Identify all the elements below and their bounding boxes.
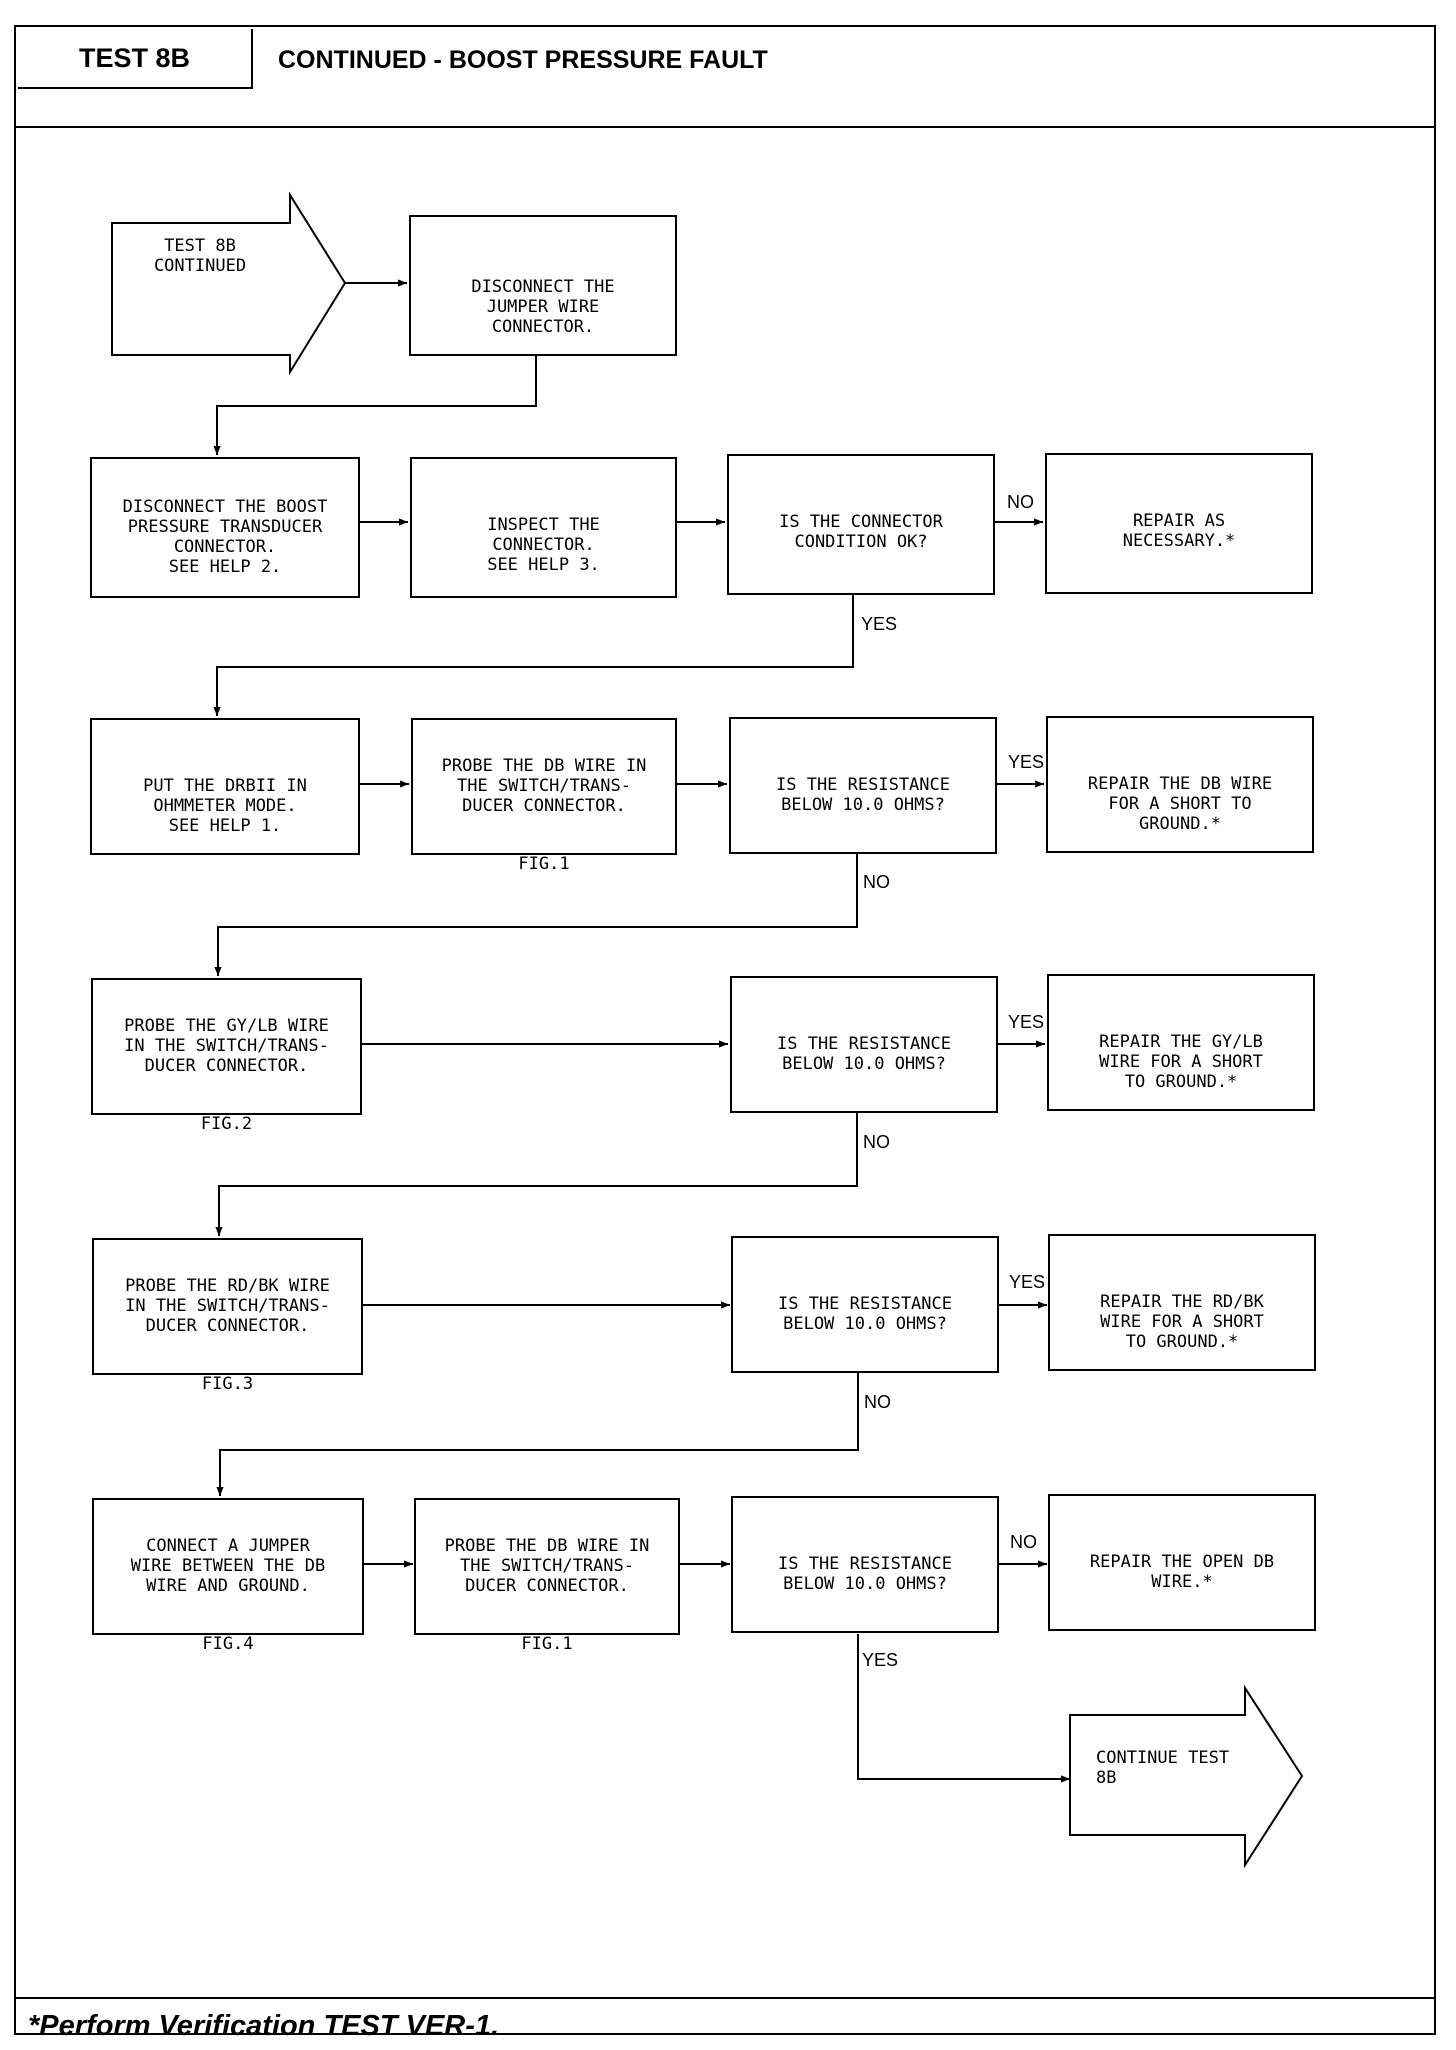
- label-yes: YES: [1008, 1012, 1045, 1032]
- connector-to-row2: [213, 355, 537, 455]
- page-title: CONTINUED - BOOST PRESSURE FAULT: [278, 46, 768, 74]
- label-yes: YES: [862, 1650, 899, 1670]
- footer-divider: [16, 1997, 1434, 1999]
- connector-to-end: [857, 1634, 1070, 1783]
- step-probe-rd-bk-wire-text: PROBE THE RD/BK WIRE IN THE SWITCH/TRANS…: [125, 1276, 330, 1336]
- action-repair-as-necessary-text: REPAIR AS NECESSARY.*: [1122, 511, 1236, 551]
- step-probe-db-wire-2-fig: FIG.1: [521, 1634, 573, 1654]
- end-arrow-shape: [1069, 1684, 1304, 1869]
- footer-note: *Perform Verification TEST VER-1.: [28, 2010, 500, 2042]
- action-repair-rd-bk-short-text: REPAIR THE RD/BK WIRE FOR A SHORT TO GRO…: [1100, 1292, 1264, 1352]
- decision-resistance-gy-lb-text: IS THE RESISTANCE BELOW 10.0 OHMS?: [777, 1034, 951, 1074]
- action-repair-as-necessary: REPAIR AS NECESSARY.*: [1045, 453, 1313, 594]
- label-yes: YES: [1009, 1272, 1046, 1292]
- decision-resistance-open-db-text: IS THE RESISTANCE BELOW 10.0 OHMS?: [778, 1554, 952, 1594]
- label-no: NO: [864, 1392, 891, 1412]
- step-inspect-connector: INSPECT THE CONNECTOR. SEE HELP 3.: [410, 457, 677, 598]
- action-repair-rd-bk-short: REPAIR THE RD/BK WIRE FOR A SHORT TO GRO…: [1048, 1234, 1316, 1371]
- action-repair-db-short: REPAIR THE DB WIRE FOR A SHORT TO GROUND…: [1046, 716, 1314, 853]
- decision-connector-ok-text: IS THE CONNECTOR CONDITION OK?: [779, 512, 943, 552]
- action-repair-db-short-text: REPAIR THE DB WIRE FOR A SHORT TO GROUND…: [1087, 774, 1273, 834]
- step-probe-gy-lb-wire-text: PROBE THE GY/LB WIRE IN THE SWITCH/TRANS…: [124, 1016, 329, 1076]
- decision-resistance-rd-bk: IS THE RESISTANCE BELOW 10.0 OHMS?: [731, 1236, 999, 1373]
- connector-to-row5: [215, 1113, 858, 1236]
- step-disconnect-jumper-text: DISCONNECT THE JUMPER WIRE CONNECTOR.: [471, 277, 615, 337]
- label-yes: YES: [1008, 752, 1045, 772]
- step-connect-jumper-text: CONNECT A JUMPER WIRE BETWEEN THE DB WIR…: [130, 1536, 326, 1596]
- decision-resistance-rd-bk-text: IS THE RESISTANCE BELOW 10.0 OHMS?: [778, 1294, 952, 1334]
- step-disconnect-transducer-text: DISCONNECT THE BOOST PRESSURE TRANSDUCER…: [122, 497, 328, 577]
- step-probe-db-wire-fig: FIG.1: [518, 854, 570, 874]
- step-drb-ohmmeter: PUT THE DRBII IN OHMMETER MODE. SEE HELP…: [90, 718, 360, 855]
- action-repair-gy-lb-short-text: REPAIR THE GY/LB WIRE FOR A SHORT TO GRO…: [1099, 1032, 1263, 1092]
- action-repair-open-db: REPAIR THE OPEN DB WIRE.*: [1048, 1494, 1316, 1631]
- continue-test-label: CONTINUE TEST 8B: [1096, 1748, 1230, 1788]
- action-repair-gy-lb-short: REPAIR THE GY/LB WIRE FOR A SHORT TO GRO…: [1047, 974, 1315, 1111]
- step-disconnect-jumper: DISCONNECT THE JUMPER WIRE CONNECTOR.: [409, 215, 677, 356]
- step-probe-db-wire-2: PROBE THE DB WIRE IN THE SWITCH/TRANS- D…: [414, 1498, 680, 1654]
- step-probe-db-wire-text: PROBE THE DB WIRE IN THE SWITCH/TRANS- D…: [441, 756, 647, 816]
- decision-resistance-gy-lb: IS THE RESISTANCE BELOW 10.0 OHMS?: [730, 976, 998, 1113]
- label-no: NO: [1007, 492, 1034, 512]
- step-probe-gy-lb-wire-fig: FIG.2: [200, 1114, 253, 1134]
- label-yes: YES: [861, 614, 898, 634]
- step-connect-jumper-fig: FIG.4: [202, 1634, 254, 1654]
- step-probe-gy-lb-wire: PROBE THE GY/LB WIRE IN THE SWITCH/TRANS…: [91, 978, 362, 1134]
- start-arrow-shape: [111, 191, 347, 376]
- step-probe-rd-bk-wire-fig: FIG.3: [201, 1374, 254, 1394]
- start-label: TEST 8B CONTINUED: [153, 236, 247, 276]
- step-connect-jumper: CONNECT A JUMPER WIRE BETWEEN THE DB WIR…: [92, 1498, 364, 1654]
- step-probe-db-wire: PROBE THE DB WIRE IN THE SWITCH/TRANS- D…: [411, 718, 677, 874]
- action-repair-open-db-text: REPAIR THE OPEN DB WIRE.*: [1089, 1552, 1275, 1592]
- decision-connector-ok: IS THE CONNECTOR CONDITION OK?: [727, 454, 995, 595]
- header-divider: [16, 126, 1434, 128]
- connector-to-row3: [213, 593, 854, 716]
- test-id-tab: TEST 8B: [18, 29, 253, 89]
- step-drb-ohmmeter-text: PUT THE DRBII IN OHMMETER MODE. SEE HELP…: [143, 776, 307, 836]
- label-no: NO: [1010, 1532, 1037, 1552]
- step-probe-db-wire-2-text: PROBE THE DB WIRE IN THE SWITCH/TRANS- D…: [444, 1536, 650, 1596]
- decision-resistance-db: IS THE RESISTANCE BELOW 10.0 OHMS?: [729, 717, 997, 854]
- page-frame: [14, 25, 1436, 2035]
- step-inspect-connector-text: INSPECT THE CONNECTOR. SEE HELP 3.: [487, 515, 600, 575]
- connector-to-row6: [216, 1373, 859, 1496]
- label-no: NO: [863, 872, 890, 892]
- decision-resistance-open-db: IS THE RESISTANCE BELOW 10.0 OHMS?: [731, 1496, 999, 1633]
- step-probe-rd-bk-wire: PROBE THE RD/BK WIRE IN THE SWITCH/TRANS…: [92, 1238, 363, 1394]
- step-disconnect-transducer: DISCONNECT THE BOOST PRESSURE TRANSDUCER…: [90, 457, 360, 598]
- label-no: NO: [863, 1132, 890, 1152]
- connector-to-row4: [214, 852, 858, 976]
- decision-resistance-db-text: IS THE RESISTANCE BELOW 10.0 OHMS?: [776, 775, 950, 815]
